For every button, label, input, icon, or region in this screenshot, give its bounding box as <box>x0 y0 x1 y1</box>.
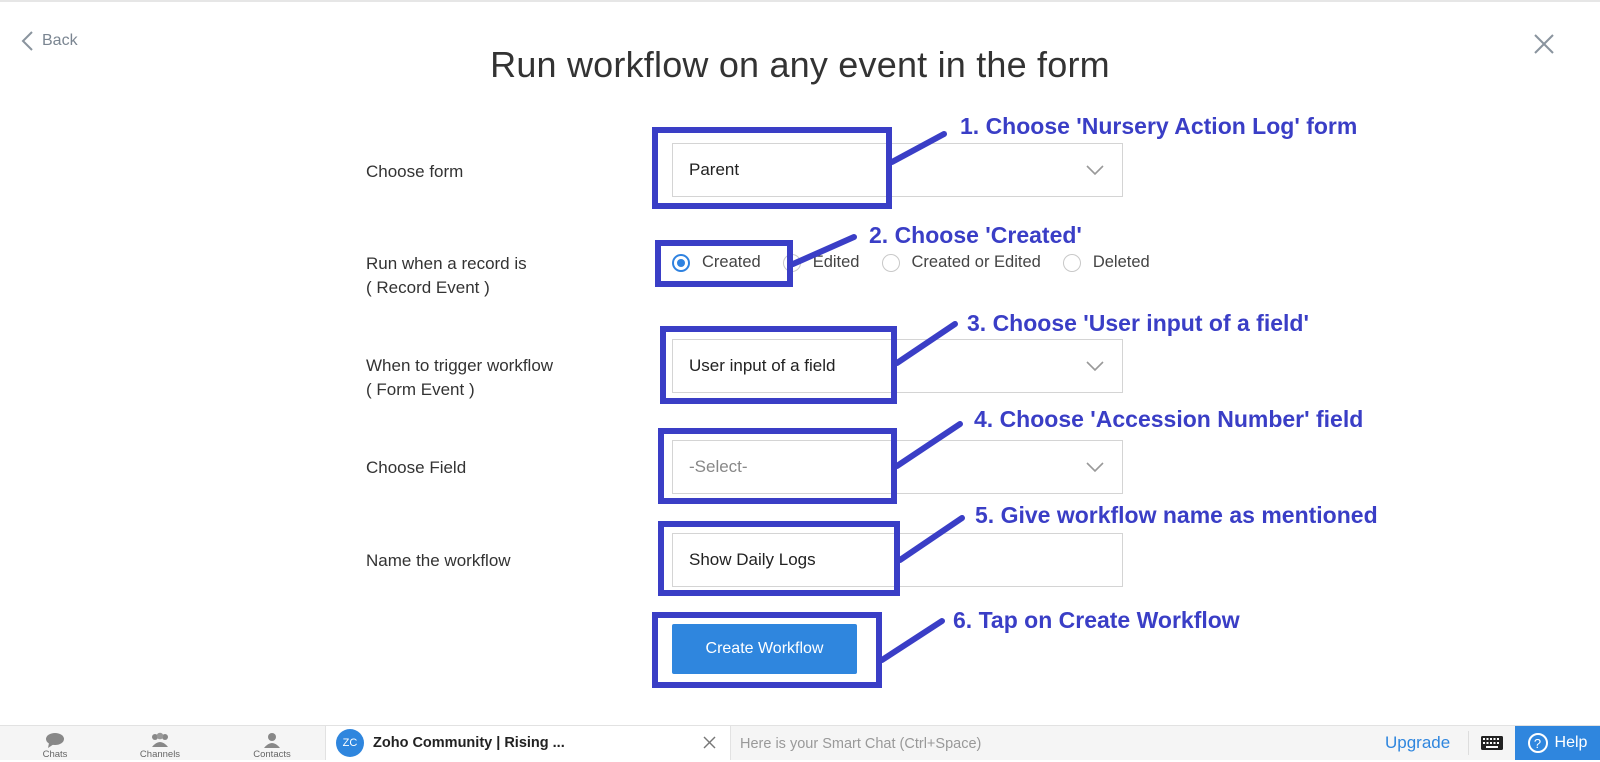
bottom-nav-channels[interactable]: Channels <box>105 726 215 760</box>
annotation-note-4: 4. Choose 'Accession Number' field <box>974 406 1364 432</box>
bottom-bar: Chats Channels Contacts ZC Zoho Communit… <box>0 725 1600 762</box>
chevron-down-icon <box>1086 165 1104 176</box>
top-divider <box>0 0 1600 2</box>
radio-label: Created <box>702 253 761 271</box>
radio-label: Edited <box>812 253 860 271</box>
radio-dot <box>1062 253 1081 272</box>
trigger-sublabel: ( Form Event ) <box>366 380 475 399</box>
upgrade-link[interactable]: Upgrade <box>1385 733 1451 752</box>
annotation-note-2: 2. Choose 'Created' <box>869 222 1082 248</box>
radio-deleted[interactable]: Deleted <box>1062 253 1150 272</box>
keyboard-icon <box>1481 736 1503 750</box>
help-button[interactable]: ? Help <box>1515 726 1600 760</box>
radio-label: Created or Edited <box>911 253 1041 271</box>
radio-created[interactable]: Created <box>672 253 761 272</box>
help-label: Help <box>1554 734 1588 751</box>
back-label: Back <box>42 32 78 49</box>
chat-bubble-icon <box>46 733 64 748</box>
bottom-nav-label: Contacts <box>253 749 291 760</box>
back-button[interactable]: Back <box>20 30 78 52</box>
chevron-down-icon <box>1086 361 1104 372</box>
radio-dot <box>672 253 690 272</box>
choose-form-label: Choose form <box>366 162 464 181</box>
annotation-box-5 <box>658 521 900 596</box>
chat-tab[interactable]: ZC Zoho Community | Rising ... <box>325 726 731 760</box>
bottom-nav-label: Channels <box>139 749 181 760</box>
keyboard-shortcuts-button[interactable] <box>1468 731 1516 755</box>
radio-created-or-edited[interactable]: Created or Edited <box>881 253 1041 272</box>
workflow-name-value: Show Daily Logs <box>689 550 816 569</box>
person-icon <box>264 733 280 748</box>
choose-field-label: Choose Field <box>366 458 467 477</box>
annotation-note-6: 6. Tap on Create Workflow <box>953 607 1240 633</box>
choose-field-placeholder: -Select- <box>689 457 748 476</box>
trigger-value: User input of a field <box>689 356 836 375</box>
workflow-name-label: Name the workflow <box>366 551 511 570</box>
page-title: Run workflow on any event in the form <box>490 44 1110 85</box>
annotation-note-3: 3. Choose 'User input of a field' <box>967 310 1309 336</box>
help-icon: ? <box>1527 733 1548 753</box>
annotation-box-3 <box>660 326 897 404</box>
create-workflow-button[interactable]: Create Workflow <box>672 624 857 674</box>
group-icon <box>152 732 168 747</box>
bottom-nav-label: Chats <box>42 749 68 760</box>
trigger-title: When to trigger workflow <box>366 356 554 375</box>
annotation-box-1 <box>652 127 892 209</box>
radio-dot <box>881 253 900 272</box>
radio-label: Deleted <box>1092 253 1150 271</box>
smart-chat-input[interactable] <box>730 726 1382 762</box>
record-event-title: Run when a record is <box>366 254 527 273</box>
annotation-box-2 <box>655 240 793 287</box>
choose-form-value: Parent <box>689 160 740 179</box>
avatar: ZC <box>336 729 364 757</box>
chevron-down-icon <box>1086 462 1104 473</box>
close-icon[interactable] <box>703 736 716 749</box>
record-event-label: Run when a record is ( Record Event ) <box>366 252 527 300</box>
chevron-left-icon <box>21 31 33 51</box>
radio-edited[interactable]: Edited <box>782 253 860 272</box>
annotation-box-4 <box>658 428 897 504</box>
record-event-sublabel: ( Record Event ) <box>366 278 490 297</box>
annotation-note-5: 5. Give workflow name as mentioned <box>975 502 1378 528</box>
chat-tab-title: Zoho Community | Rising ... <box>373 735 565 751</box>
trigger-label: When to trigger workflow ( Form Event ) <box>366 354 553 402</box>
close-icon[interactable] <box>1532 32 1556 56</box>
annotation-note-1: 1. Choose 'Nursery Action Log' form <box>960 113 1358 139</box>
bottom-nav-contacts[interactable]: Contacts <box>217 726 327 760</box>
bottom-nav-chats[interactable]: Chats <box>0 726 110 760</box>
annotation-box-6 <box>652 612 882 688</box>
